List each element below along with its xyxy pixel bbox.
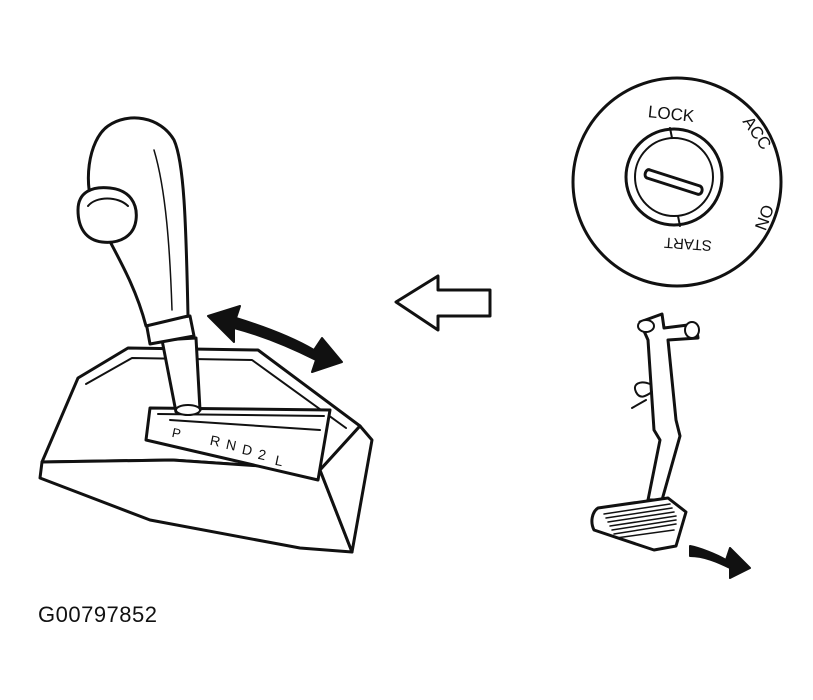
left-arrow xyxy=(394,274,492,332)
key-cylinder xyxy=(624,127,724,227)
pedal-press-arrow xyxy=(689,545,751,579)
gear-mark-d: D xyxy=(241,441,254,459)
knob-button xyxy=(76,186,138,244)
gear-mark-r: R xyxy=(209,432,222,450)
gear-indicator-panel: P R N D 2 L xyxy=(144,406,332,482)
gear-mark-2: 2 xyxy=(257,446,268,463)
pedal-pad xyxy=(590,496,688,552)
shift-direction-double-arrow xyxy=(207,305,343,373)
ignition-position-lock: LOCK xyxy=(647,102,696,126)
brake-pedal xyxy=(590,312,751,579)
shift-lever-assembly: P R N D 2 L xyxy=(38,116,374,554)
gear-mark-l: L xyxy=(274,452,285,469)
shift-knob xyxy=(76,116,190,328)
gear-mark-p: P xyxy=(171,425,183,441)
ignition-position-start: START xyxy=(664,233,713,253)
figure-id-label: G00797852 xyxy=(38,602,158,627)
ignition-switch: LOCK ACC ON START xyxy=(571,76,783,288)
gear-mark-n: N xyxy=(225,436,238,454)
